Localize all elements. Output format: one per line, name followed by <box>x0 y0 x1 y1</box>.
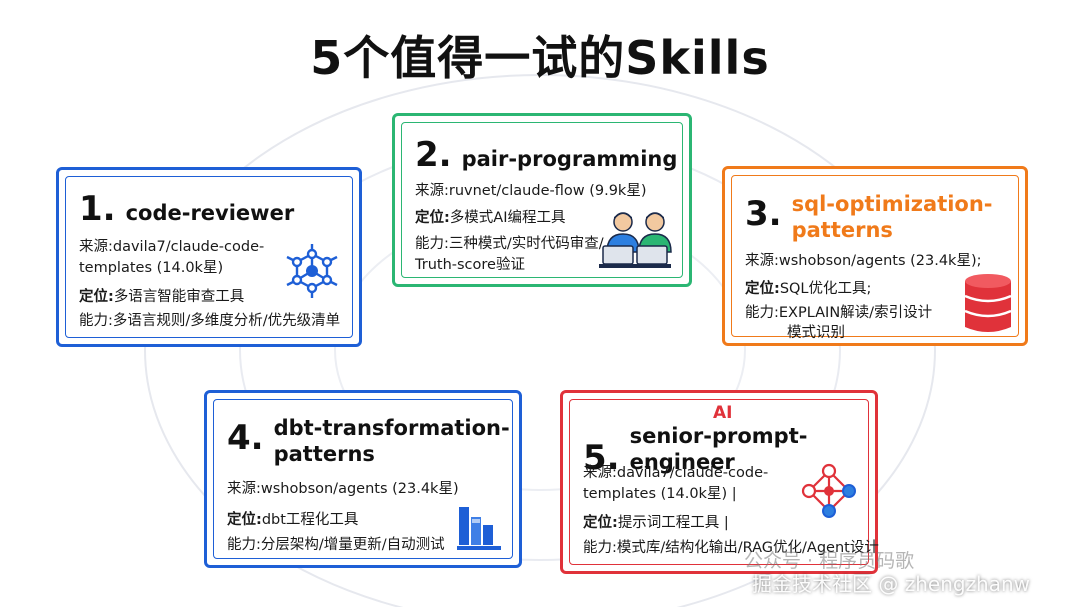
card-source-cont: templates (14.0k星) | <box>583 486 737 502</box>
card-name: code-reviewer <box>125 201 295 225</box>
card-source-cont: templates (14.0k星) <box>79 260 224 276</box>
card-number: 4. <box>227 418 264 458</box>
skill-card-pair-programming: 2. pair-programming 来源:ruvnet/claude-flo… <box>392 113 692 287</box>
card-position: 定位:多模式AI编程工具 <box>415 210 566 226</box>
node-graph-icon <box>801 463 856 518</box>
wechat-watermark: 公众号 · 程序员码歌 <box>744 550 915 572</box>
card-source: 来源:wshobson/agents (23.4k星); <box>745 253 982 269</box>
card-source: 来源:davila7/claude-code- <box>79 239 265 255</box>
card-ability: 能力:三种模式/实时代码审查/ <box>415 236 604 252</box>
card-name: dbt-transformation- <box>273 416 510 440</box>
layers-chart-icon <box>457 507 501 550</box>
card-ability: 能力:模式库/结构化输出/RAG优化/Agent设计 <box>583 540 879 556</box>
card-number: 3. <box>745 194 782 234</box>
card-ability: 能力:分层架构/增量更新/自动测试 <box>227 537 445 553</box>
card-source: 来源:wshobson/agents (23.4k星) <box>227 481 459 497</box>
database-icon <box>964 274 1012 332</box>
card-source: 来源:ruvnet/claude-flow (9.9k星) <box>415 183 647 199</box>
card-ability: 能力:EXPLAIN解读/索引设计 <box>745 305 933 321</box>
card-number: 1. <box>79 189 116 229</box>
card-position: 定位:SQL优化工具; <box>745 281 872 297</box>
juejin-watermark: 掘金技术社区 @ zhengzhanw <box>752 572 1031 596</box>
skill-card-dbt-transformation: 4. dbt-transformation- patterns 来源:wshob… <box>204 390 522 568</box>
card-name: sql-optimization- <box>791 192 993 216</box>
card-number: 5. <box>583 438 620 478</box>
skill-card-senior-prompt-engineer: AI 5. senior-prompt-engineer 来源:davila7/… <box>560 390 879 574</box>
card-source: 来源:davila7/claude-code- <box>583 465 769 481</box>
network-graph-icon <box>286 244 338 298</box>
card-ability-cont: Truth-score验证 <box>415 257 525 273</box>
page-title: 5个值得一试的Skills <box>310 31 770 85</box>
card-position: 定位:提示词工程工具 | <box>583 515 729 531</box>
card-number: 2. <box>415 135 452 175</box>
card-ability: 能力:多语言规则/多维度分析/优先级清单 <box>79 313 341 329</box>
card-name-cont: patterns <box>791 218 893 242</box>
ai-tag: AI <box>713 403 733 423</box>
card-name-cont: patterns <box>273 442 375 466</box>
card-name: pair-programming <box>461 147 678 171</box>
card-name: senior-prompt-engineer <box>629 424 808 474</box>
card-position: 定位:多语言智能审查工具 <box>79 289 245 305</box>
card-position: 定位:dbt工程化工具 <box>227 512 359 528</box>
card-ability-cont: 模式识别 <box>787 325 845 341</box>
pair-programmers-icon <box>599 212 672 268</box>
skill-card-sql-optimization: 3. sql-optimization- patterns 来源:wshobso… <box>722 166 1028 346</box>
skill-card-code-reviewer: 1. code-reviewer 来源:davila7/claude-code-… <box>56 167 362 347</box>
